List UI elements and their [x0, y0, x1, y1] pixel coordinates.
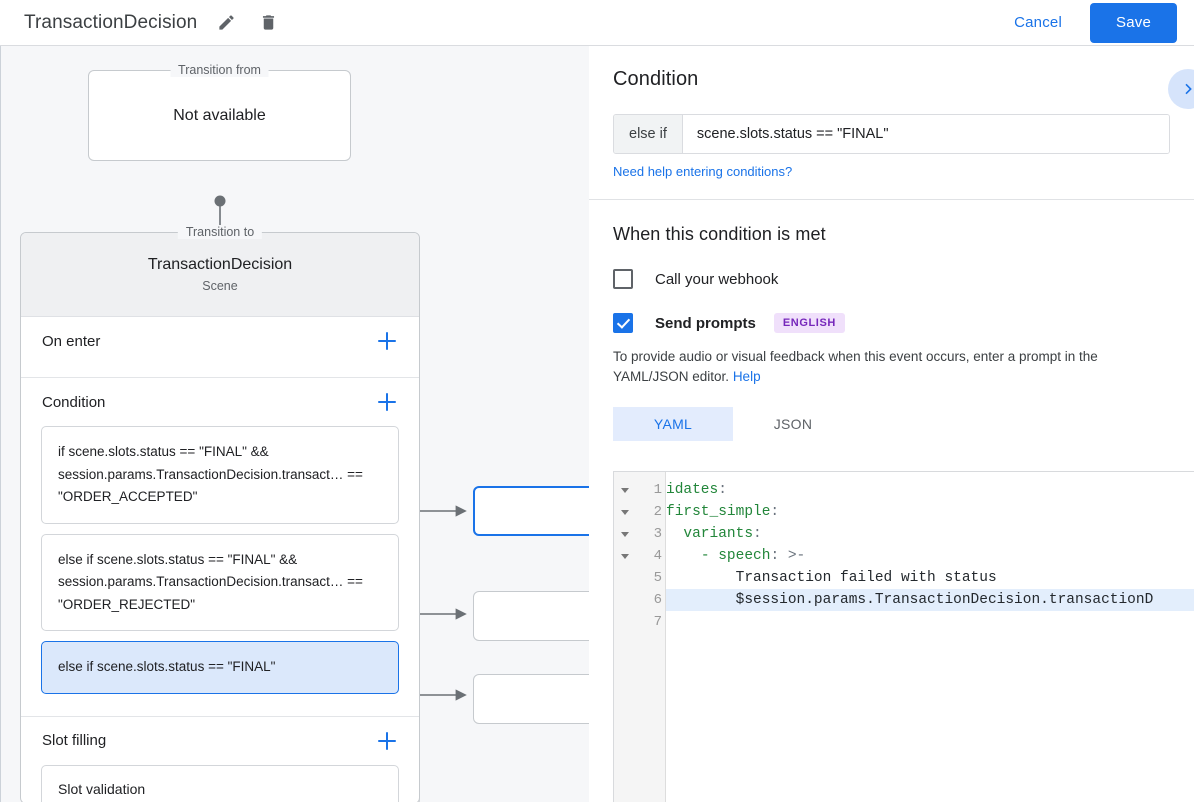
pencil-icon[interactable]: [213, 10, 239, 36]
condition-item[interactable]: else if scene.slots.status == "FINAL" &&…: [41, 533, 399, 631]
webhook-row: Call your webhook: [613, 269, 1170, 289]
editor-code-line[interactable]: variants:: [683, 526, 762, 542]
condition-help-link[interactable]: Need help entering conditions?: [613, 164, 793, 179]
transition-from-value: Not available: [173, 106, 266, 124]
transition-from-node[interactable]: Transition from Not available: [88, 63, 351, 161]
panel-title: Condition: [613, 68, 699, 90]
fold-toggle-icon[interactable]: [614, 501, 636, 523]
slot-validation-item[interactable]: Slot validation: [41, 764, 399, 802]
editor-line-number: 7: [653, 614, 662, 630]
editor-code-area[interactable]: idates: first_simple: variants: - speech:…: [666, 472, 1194, 802]
editor-line-number: 6: [653, 592, 662, 608]
prompt-help-link[interactable]: Help: [732, 369, 761, 384]
editor-code-line[interactable]: first_simple:: [666, 504, 780, 520]
page-title: TransactionDecision: [24, 11, 198, 33]
cancel-button[interactable]: Cancel: [1000, 6, 1076, 39]
add-condition-button[interactable]: [375, 390, 399, 414]
scene-graph-canvas[interactable]: Transition from Not available Transition…: [0, 46, 589, 802]
fold-empty: [614, 611, 636, 633]
call-webhook-label: Call your webhook: [655, 270, 779, 288]
prompt-description-text: To provide audio or visual feedback when…: [613, 349, 1098, 384]
section-title-on-enter: On enter: [42, 332, 101, 350]
when-condition-met-title: When this condition is met: [613, 224, 826, 244]
scene-name: TransactionDecision: [147, 256, 293, 273]
chevron-right-icon[interactable]: [1168, 69, 1194, 109]
save-button[interactable]: Save: [1090, 2, 1177, 43]
editor-code-line[interactable]: - speech: >-: [700, 548, 806, 564]
panel-header: Condition: [589, 46, 1194, 109]
tab-json[interactable]: JSON: [773, 416, 813, 432]
editor-line-number: 5: [653, 570, 662, 586]
send-prompts-checkbox[interactable]: [613, 313, 633, 333]
condition-item[interactable]: if scene.slots.status == "FINAL" && sess…: [41, 426, 399, 524]
trash-icon[interactable]: [255, 10, 281, 36]
fold-toggle-icon[interactable]: [614, 479, 636, 501]
condition-input-row: else if: [613, 114, 1170, 154]
editor-line-number: 2: [653, 504, 662, 520]
send-prompts-label: Send prompts: [655, 314, 756, 332]
editor-line-numbers: 1 2 3 4 5 6 7: [636, 472, 666, 802]
fold-empty: [614, 567, 636, 589]
editor-code-line[interactable]: [666, 611, 1194, 633]
prompt-description: To provide audio or visual feedback when…: [613, 347, 1170, 387]
condition-expression-input[interactable]: [682, 115, 1169, 153]
send-prompts-row: Send prompts ENGLISH: [613, 313, 1170, 333]
graph-node-target-1[interactable]: [473, 486, 589, 536]
section-title-slot-filling: Slot filling: [42, 732, 107, 749]
when-condition-met-section: When this condition is met Call your web…: [589, 200, 1194, 441]
editor-code-line[interactable]: idates:: [666, 482, 727, 498]
section-slot-filling: Slot filling Slot validation: [21, 717, 419, 802]
condition-item-selected[interactable]: else if scene.slots.status == "FINAL": [41, 641, 399, 694]
editor-fold-gutter: [614, 472, 636, 802]
fold-toggle-icon[interactable]: [614, 523, 636, 545]
section-title-condition: Condition: [42, 393, 106, 411]
graph-node-target-3[interactable]: [473, 674, 589, 724]
language-badge: ENGLISH: [773, 313, 845, 333]
transition-to-legend: Transition to: [177, 225, 263, 239]
editor-line-number: 4: [653, 548, 662, 564]
fold-empty: [614, 589, 636, 611]
scene-type: Scene: [202, 279, 238, 293]
transition-to-node[interactable]: Transition to TransactionDecision Scene: [21, 225, 419, 317]
add-on-enter-button[interactable]: [375, 329, 399, 353]
condition-prefix-label: else if: [614, 115, 683, 153]
editor-code-line[interactable]: $session.params.TransactionDecision.tran…: [666, 589, 1194, 611]
graph-node-target-2[interactable]: [473, 591, 589, 641]
editor-line-number: 3: [653, 526, 662, 542]
tab-yaml[interactable]: YAML: [613, 407, 733, 441]
app-header: TransactionDecision Cancel Save: [0, 0, 1194, 46]
scene-card: Transition to TransactionDecision Scene …: [20, 225, 420, 802]
call-webhook-checkbox[interactable]: [613, 269, 633, 289]
section-condition: Condition if scene.slots.status == "FINA…: [21, 378, 419, 717]
editor-code-line[interactable]: Transaction failed with status: [666, 570, 997, 586]
yaml-editor[interactable]: 1 2 3 4 5 6 7 idates: first_simple: variants: -…: [613, 471, 1194, 802]
fold-toggle-icon[interactable]: [614, 545, 636, 567]
editor-line-number: 1: [653, 482, 662, 498]
panel-divider: [589, 199, 1194, 200]
section-on-enter: On enter: [21, 317, 419, 378]
add-slot-filling-button[interactable]: [375, 729, 399, 753]
editor-format-tabs: YAML JSON: [613, 407, 1170, 441]
transition-from-legend: Transition from: [170, 63, 269, 77]
